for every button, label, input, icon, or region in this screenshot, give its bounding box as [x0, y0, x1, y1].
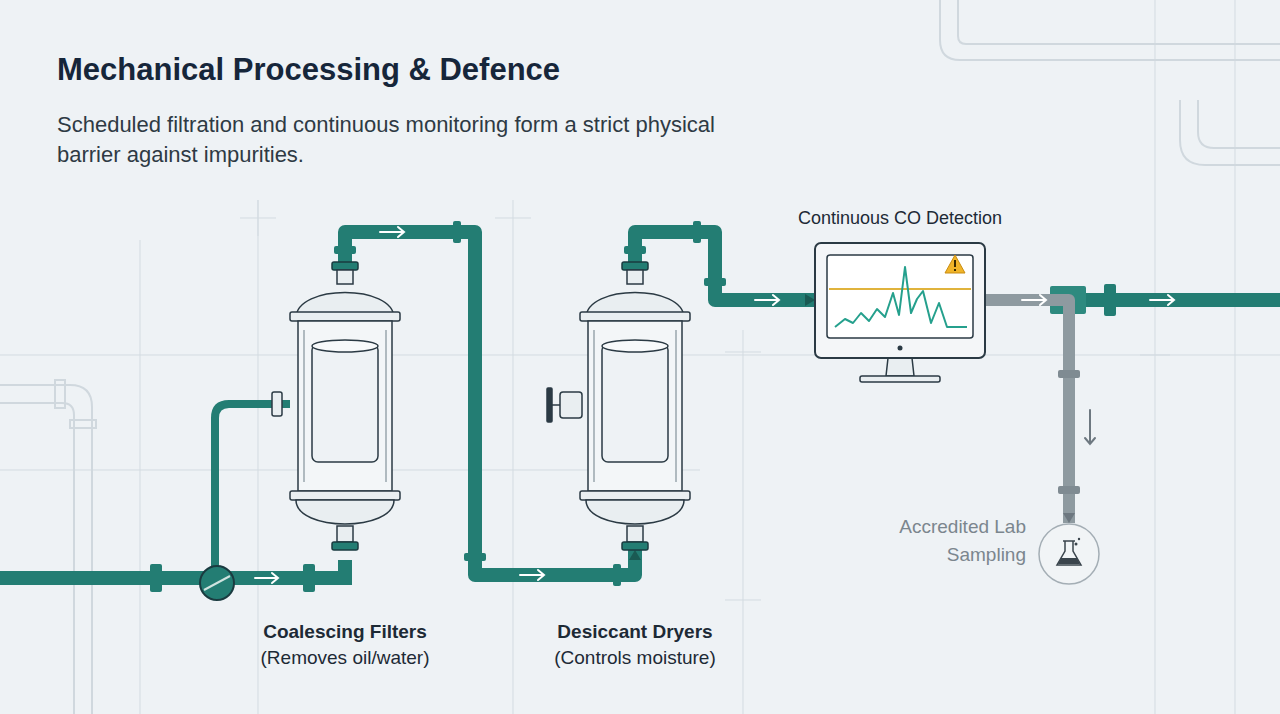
caption: Scheduled filtration and continuous moni…: [57, 110, 727, 170]
coalescing-filter-vessel: Coalescing Filters(Removes oil/water): [290, 262, 400, 550]
part-name: Desiccant Dryers: [505, 619, 765, 645]
sample-line: [985, 300, 1080, 523]
title: Mechanical Processing & Defence: [57, 52, 560, 88]
lab-sampling-circle: Accredited Lab Sampling: [1038, 523, 1100, 585]
outlet-pipe: [1050, 284, 1280, 316]
dryer-valve: [547, 388, 582, 422]
co-monitor-outline: [815, 243, 985, 358]
part-name: Accredited Lab Sampling: [856, 513, 1026, 569]
desiccant-dryer-vessel: Desiccant Dryers(Controls moisture): [580, 262, 690, 550]
lab-sampling-circle-outline: [1038, 523, 1100, 585]
part-name: Continuous CO Detection: [760, 205, 1040, 231]
part-note: (Controls moisture): [505, 645, 765, 671]
part-note: (Removes oil/water): [215, 645, 475, 671]
co-monitor: Continuous CO Detection: [815, 243, 985, 358]
part-name: Coalescing Filters: [215, 619, 475, 645]
desiccant-dryer-vessel-outline: [580, 262, 690, 550]
coalescing-filter-vessel-outline: [290, 262, 400, 550]
